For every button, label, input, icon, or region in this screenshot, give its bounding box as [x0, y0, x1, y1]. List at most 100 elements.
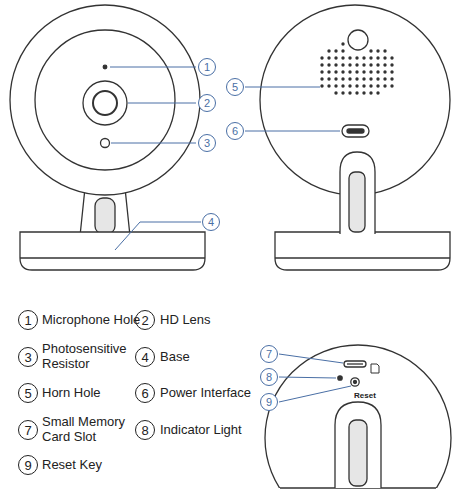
- legend-number: 3: [18, 347, 38, 367]
- legend-number: 5: [18, 383, 38, 403]
- horn-hole-dot: [355, 70, 358, 73]
- horn-hole-dot: [348, 70, 351, 73]
- leader-lines: [279, 377, 336, 378]
- callout-text: 4: [208, 217, 214, 228]
- horn-hole-dot: [334, 91, 337, 94]
- callout-number: 3: [198, 134, 216, 152]
- callout-text: 7: [266, 349, 272, 360]
- callout-number: 9: [260, 393, 278, 411]
- callout-text: 2: [204, 98, 210, 109]
- horn-hole-dot: [390, 56, 393, 59]
- horn-hole-dot: [341, 84, 344, 87]
- horn-hole-dot: [341, 42, 344, 45]
- horn-hole-dot: [383, 77, 386, 80]
- horn-hole-dot: [369, 49, 372, 52]
- horn-hole-dot: [348, 63, 351, 66]
- base: [275, 232, 450, 270]
- callout-text: 3: [204, 138, 210, 149]
- callout-text: 9: [24, 459, 31, 472]
- horn-hole-dot: [334, 84, 337, 87]
- horn-hole-dot: [334, 49, 337, 52]
- callout-text: 4: [141, 351, 148, 364]
- part-name: Indicator Light: [160, 423, 260, 438]
- hd-lens: [83, 81, 127, 125]
- camera-head: [265, 345, 451, 488]
- horn-hole-dot: [334, 70, 337, 73]
- horn-hole-dot: [383, 49, 386, 52]
- stand-slot: [349, 172, 365, 232]
- horn-hole-dot: [390, 63, 393, 66]
- lens-glass: [93, 91, 117, 115]
- legend-number: 7: [18, 420, 38, 440]
- memory-card-slot: [344, 361, 366, 367]
- legend-number: 9: [18, 455, 38, 475]
- horn-hole-dot: [369, 63, 372, 66]
- horn-hole-dot: [341, 49, 344, 52]
- callout-number: 2: [198, 94, 216, 112]
- speaker-bump: [348, 30, 368, 50]
- horn-hole-dot: [334, 63, 337, 66]
- horn-hole-dot: [376, 63, 379, 66]
- legend-number: 1: [18, 310, 38, 330]
- horn-hole-dot: [327, 84, 330, 87]
- callout-number: 5: [226, 78, 244, 96]
- legend-number: 4: [135, 347, 155, 367]
- indicator-light: [338, 376, 342, 380]
- horn-hole-dot: [320, 63, 323, 66]
- horn-hole-dot: [341, 70, 344, 73]
- callout-text: 8: [266, 372, 272, 383]
- photosensitive-resistor: [101, 139, 110, 148]
- callout-number: 7: [260, 345, 278, 363]
- horn-hole-dot: [348, 56, 351, 59]
- horn-hole-dot: [369, 77, 372, 80]
- front-view: [10, 5, 205, 270]
- horn-hole-dot: [383, 84, 386, 87]
- bottom-view: [265, 345, 451, 488]
- horn-hole-dot: [369, 91, 372, 94]
- horn-hole-dot: [320, 84, 323, 87]
- camera-head: [10, 5, 200, 195]
- horn-hole-dot: [334, 56, 337, 59]
- horn-hole-dot: [355, 84, 358, 87]
- callout-text: 8: [141, 424, 148, 437]
- callout-number: 1: [198, 58, 216, 76]
- horn-hole-dot: [355, 77, 358, 80]
- horn-hole-dot: [383, 63, 386, 66]
- horn-hole-dot: [369, 56, 372, 59]
- horn-hole-dot: [369, 84, 372, 87]
- horn-hole-dot: [355, 63, 358, 66]
- callout-text: 2: [141, 314, 148, 327]
- horn-hole-dot: [320, 77, 323, 80]
- button-label: Reset: [345, 391, 385, 400]
- part-name: Base: [160, 350, 260, 365]
- horn-hole-dot: [327, 56, 330, 59]
- leader-lines: [279, 354, 343, 363]
- horn-hole-dot: [376, 70, 379, 73]
- callout-number: 8: [260, 368, 278, 386]
- power-port: [347, 129, 364, 133]
- bottom-view: [265, 345, 451, 500]
- horn-hole-dot: [362, 63, 365, 66]
- part-name: Power Interface: [160, 386, 260, 401]
- horn-hole-dot: [362, 91, 365, 94]
- card-icon: [371, 364, 379, 373]
- horn-hole-dot: [320, 70, 323, 73]
- part-name: Photosensitive Resistor: [42, 342, 142, 372]
- horn-hole-dot: [320, 56, 323, 59]
- callout-text: 1: [24, 314, 31, 327]
- horn-hole-dot: [327, 77, 330, 80]
- callout-text: 6: [232, 126, 238, 137]
- horn-hole: [320, 42, 393, 94]
- back-view: [260, 5, 450, 270]
- horn-hole-dot: [327, 70, 330, 73]
- slot-line: [347, 363, 363, 364]
- horn-hole-dot: [341, 77, 344, 80]
- horn-hole-dot: [348, 77, 351, 80]
- callout-text: 9: [266, 397, 272, 408]
- leader-lines: [279, 386, 351, 402]
- reset-pin: [354, 381, 357, 384]
- part-name: Small Memory Card Slot: [42, 415, 142, 445]
- horn-hole-dot: [348, 84, 351, 87]
- part-name: HD Lens: [160, 313, 260, 328]
